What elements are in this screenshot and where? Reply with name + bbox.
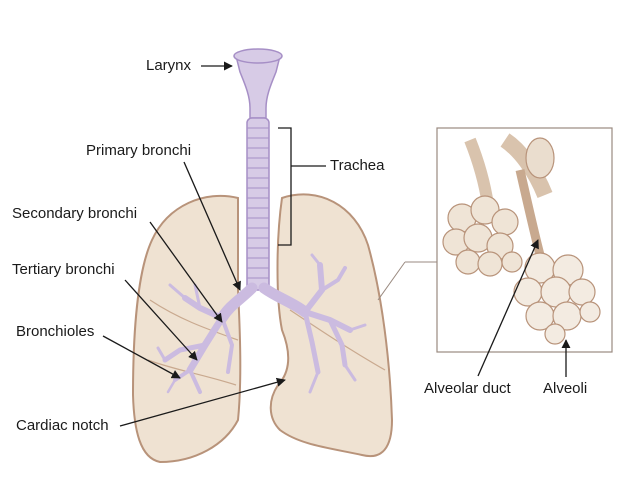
label-larynx: Larynx bbox=[146, 57, 233, 74]
tertiary-bronchi-label: Tertiary bronchi bbox=[12, 261, 115, 278]
bronchioles-label: Bronchioles bbox=[16, 323, 94, 340]
right-lung bbox=[131, 194, 242, 464]
label-alveoli: Alveoli bbox=[543, 339, 587, 397]
label-cardiac-notch: Cardiac notch bbox=[16, 377, 286, 434]
label-alveolar-duct: Alveolar duct bbox=[424, 239, 539, 397]
label-tertiary-bronchi: Tertiary bronchi bbox=[12, 261, 198, 361]
cardiac-notch-label: Cardiac notch bbox=[16, 417, 109, 434]
primary-bronchi-label: Primary bronchi bbox=[86, 142, 191, 159]
airway-tree bbox=[156, 48, 367, 394]
alveolar-sac-left bbox=[442, 195, 523, 277]
alveolar-duct-label: Alveolar duct bbox=[424, 380, 512, 397]
alveoli-label: Alveoli bbox=[543, 380, 587, 397]
label-secondary-bronchi: Secondary bronchi bbox=[12, 205, 223, 323]
alveolar-sac-right bbox=[513, 252, 601, 345]
inset-frame bbox=[436, 127, 613, 353]
trachea-rings bbox=[247, 127, 269, 279]
secondary-bronchi-label: Secondary bronchi bbox=[12, 205, 137, 222]
trachea-tube bbox=[246, 117, 270, 291]
label-trachea: Trachea bbox=[278, 127, 385, 246]
label-bronchioles: Bronchioles bbox=[16, 323, 181, 379]
trachea-label: Trachea bbox=[330, 157, 385, 174]
label-primary-bronchi: Primary bronchi bbox=[86, 142, 241, 291]
lungs bbox=[131, 193, 394, 464]
alveoli-inset bbox=[377, 127, 613, 353]
larynx-label: Larynx bbox=[146, 57, 192, 74]
